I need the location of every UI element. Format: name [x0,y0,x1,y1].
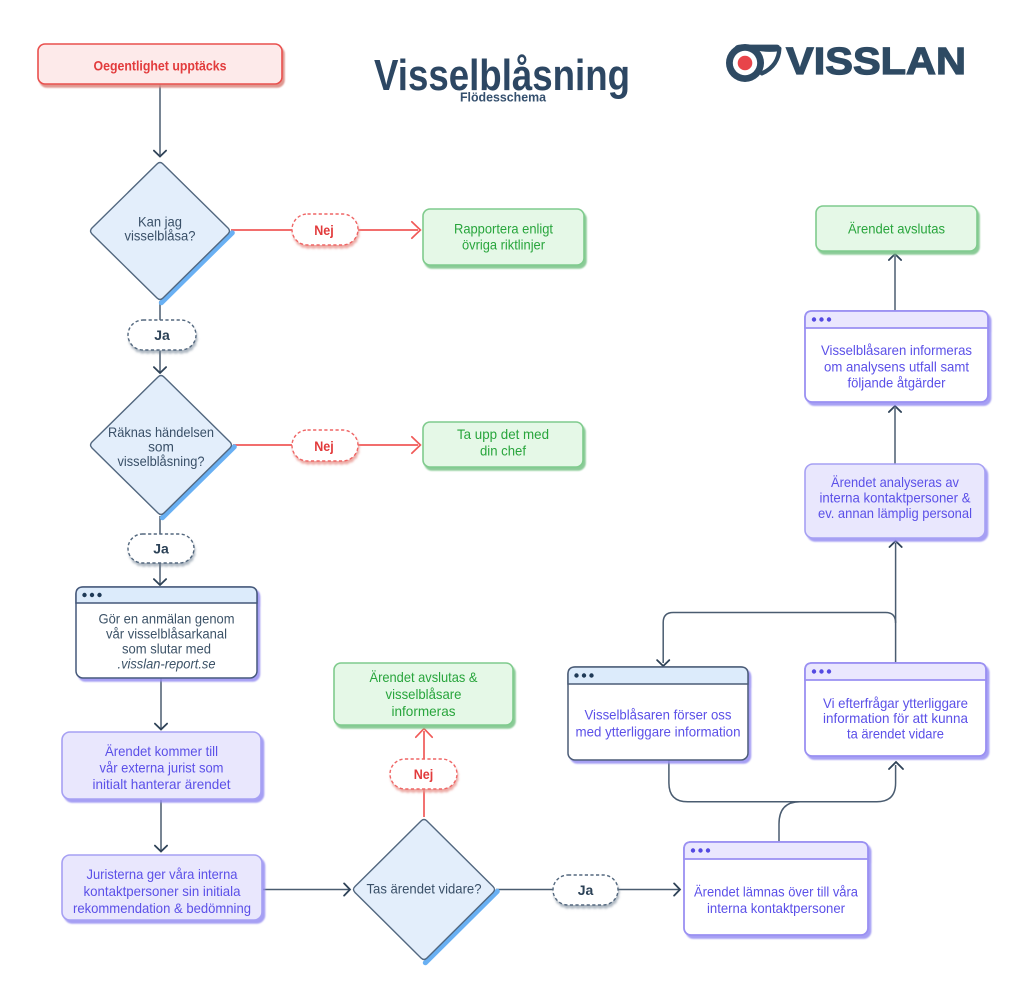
svg-text:Ärendet kommer till: Ärendet kommer till [105,744,218,759]
svg-text:ta ärendet vidare: ta ärendet vidare [847,727,944,742]
svg-text:initialt hanterar ärendet: initialt hanterar ärendet [93,777,231,792]
svg-text:som slutar med: som slutar med [122,642,211,657]
svg-text:Juristerna ger våra interna: Juristerna ger våra interna [87,867,238,882]
svg-text:Ärendet lämnas över till våra: Ärendet lämnas över till våra [694,885,858,900]
svg-text:Kan jag: Kan jag [138,215,182,230]
svg-text:Flödesschema: Flödesschema [460,90,547,105]
svg-text:Ta upp det med: Ta upp det med [457,427,549,442]
svg-text:Gör en anmälan genom: Gör en anmälan genom [99,612,235,627]
svg-text:Räknas händelsen: Räknas händelsen [108,425,214,440]
svg-text:interna kontaktpersoner &: interna kontaktpersoner & [820,491,971,506]
svg-text:Ja: Ja [154,327,170,343]
svg-text:Ärendet analyseras av: Ärendet analyseras av [831,475,959,490]
svg-text:övriga riktlinjer: övriga riktlinjer [462,238,545,253]
svg-text:ev. annan lämplig personal: ev. annan lämplig personal [818,506,972,521]
svg-text:med ytterliggare information: med ytterliggare information [576,725,741,740]
svg-text:om analysens utfall samt: om analysens utfall samt [824,360,969,375]
svg-text:informeras: informeras [392,704,456,719]
svg-text:Visselblåsaren informeras: Visselblåsaren informeras [821,343,972,358]
svg-text:som: som [148,440,174,455]
svg-text:Visselblåsaren förser oss: Visselblåsaren förser oss [585,708,732,723]
svg-text:visselblåsare: visselblåsare [386,687,462,702]
svg-text:rekommendation & bedömning: rekommendation & bedömning [73,901,251,916]
svg-text:.visslan-report.se: .visslan-report.se [118,657,216,672]
svg-text:Ärendet avslutas &: Ärendet avslutas & [370,670,478,685]
svg-text:Ja: Ja [578,882,594,898]
svg-text:VISSLAN: VISSLAN [786,41,966,83]
svg-text:Nej: Nej [314,222,334,238]
svg-text:Ja: Ja [153,541,169,557]
svg-text:kontaktpersoner sin initiala: kontaktpersoner sin initiala [84,884,241,899]
svg-text:följande åtgärder: följande åtgärder [848,376,946,391]
svg-text:Visselblåsning: Visselblåsning [374,51,630,100]
svg-text:Rapportera enligt: Rapportera enligt [454,222,553,237]
svg-text:Nej: Nej [314,438,334,454]
svg-text:Ärendet avslutas: Ärendet avslutas [848,222,945,237]
svg-text:vår visselblåsarkanal: vår visselblåsarkanal [106,627,227,642]
svg-text:interna kontaktpersoner: interna kontaktpersoner [707,901,845,916]
svg-text:Oegentlighet upptäcks: Oegentlighet upptäcks [94,58,227,74]
svg-text:Tas ärendet vidare?: Tas ärendet vidare? [367,882,482,897]
svg-text:Vi efterfrågar ytterliggare: Vi efterfrågar ytterliggare [823,696,968,711]
svg-text:information för att kunna: information för att kunna [823,711,968,726]
svg-text:vår externa jurist som: vår externa jurist som [100,761,224,776]
svg-text:visselblåsa?: visselblåsa? [125,229,196,244]
svg-text:Nej: Nej [414,766,434,782]
svg-text:din chef: din chef [480,444,526,459]
svg-text:visselblåsning?: visselblåsning? [118,454,205,469]
